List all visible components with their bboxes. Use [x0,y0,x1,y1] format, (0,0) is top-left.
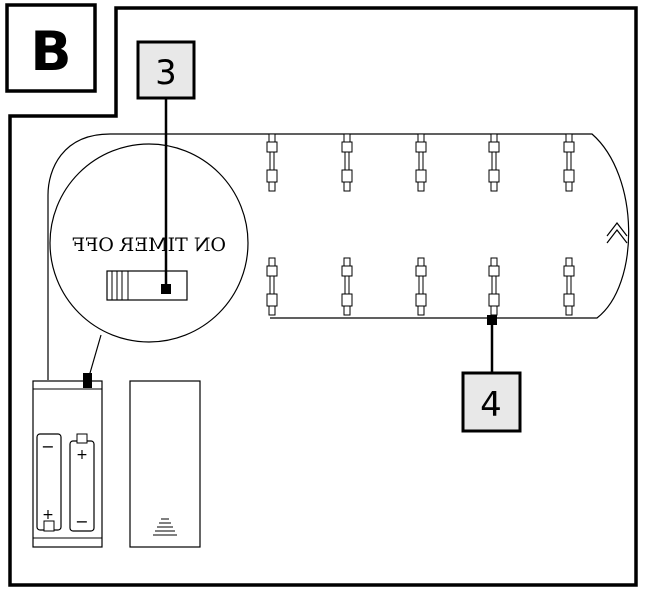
led-bulb [341,133,353,192]
battery-cable-clip [83,373,92,388]
led-bulb [415,257,427,316]
battery-wire [87,334,102,381]
callout-4-number: 4 [480,385,502,425]
light-string-loop [110,133,630,319]
battery-lid [129,380,201,548]
callout-3-number: 3 [155,53,177,93]
led-bulb [266,257,278,316]
outer-frame [8,6,638,587]
battery-right-top-terminal: + [76,447,88,463]
led-bulbs [266,133,575,316]
led-bulb [341,257,353,316]
panel-label: B [30,20,71,83]
switch-grip-icon [111,271,129,300]
timer-switch [106,270,188,301]
switch-knob-marker [161,284,171,294]
led-bulb [266,133,278,192]
battery-cell-left-cap [43,520,55,532]
switch-detail-circle [49,143,249,343]
battery-cell-right-cap [76,433,88,444]
led-bulb [563,257,575,316]
battery-right-bottom-terminal: − [75,512,88,531]
led-bulb [563,133,575,192]
battery-left-top-terminal: − [41,437,54,456]
switch-zoom-circle [47,133,111,380]
led-bulb [488,257,500,316]
grip-lines-icon [153,518,177,536]
callout-3-box [136,40,196,100]
battery-left-bottom-terminal: + [42,507,54,523]
switch-mirrored-text: ON TIMER OFF [72,234,226,256]
panel-label-box [5,3,97,93]
led-bulb [488,133,500,192]
direction-chevron-icon [606,222,628,244]
callout-4-box [461,371,522,433]
led-bulb [415,133,427,192]
